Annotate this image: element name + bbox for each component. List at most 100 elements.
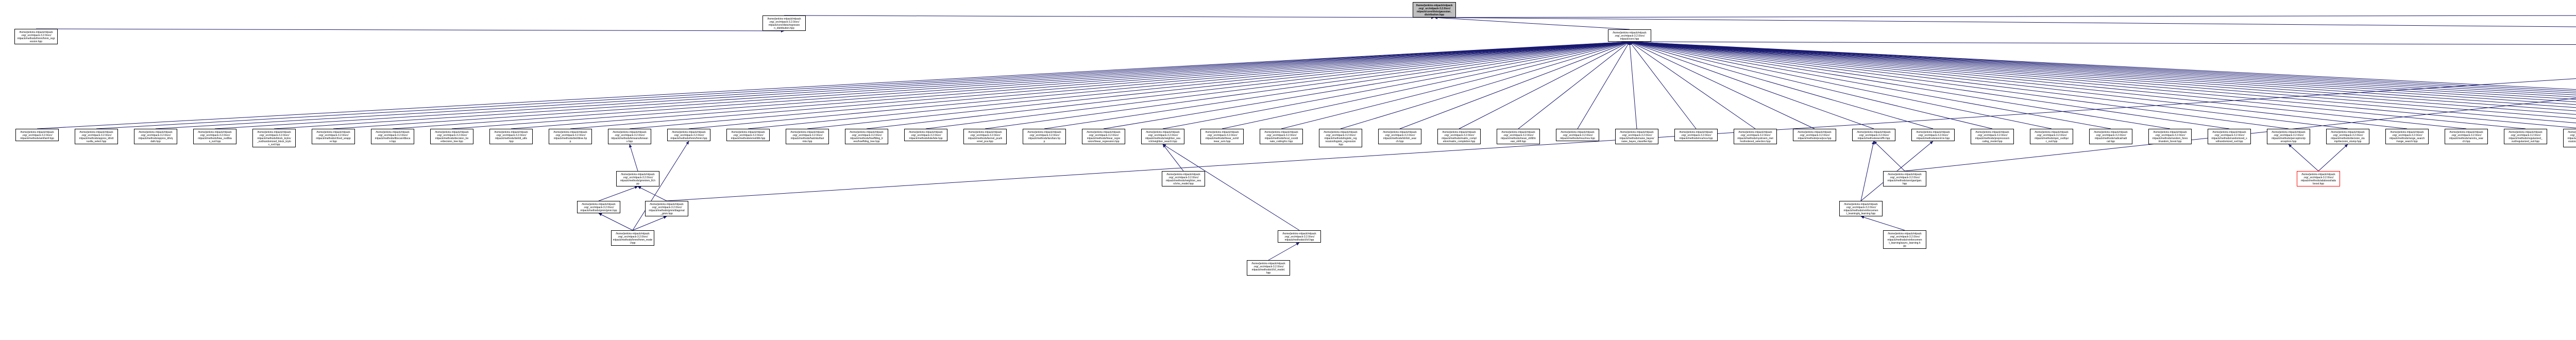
file-path-line: /home/jenkins-mlpack/mlpack	[1888, 173, 1922, 176]
file-node[interactable]: /home/jenkins-mlpack/mlpack.org/_src/mlp…	[1260, 129, 1303, 144]
file-path-line: mlpack/methods/hmm/hmm_regr	[17, 37, 55, 40]
include-edge	[1629, 40, 2576, 115]
file-path-line: .org/_src/mlpack-3.2.0/src/	[583, 206, 614, 209]
file-node[interactable]: /home/jenkins-mlpack/mlpack.org/_src/mlp…	[1247, 260, 1290, 276]
file-node[interactable]: /home/jenkins-mlpack/mlpack.org/_src/mlp…	[14, 29, 58, 44]
file-node[interactable]: /home/jenkins-mlpack/mlpack.org/_src/mlp…	[2148, 129, 2192, 144]
file-node[interactable]: /home/jenkins-mlpack/mlpack.org/_src/mlp…	[2563, 129, 2576, 147]
file-node[interactable]: /home/jenkins-mlpack/mlpack.org/_src/mlp…	[611, 230, 654, 246]
file-path-line: .org/_src/mlpack-3.2.0/src/	[1740, 134, 1771, 137]
file-node[interactable]: /home/jenkins-mlpack/mlpack.org/_src/mlp…	[2297, 171, 2340, 186]
file-node[interactable]: /home/jenkins-mlpack/mlpack.org/_src/mlp…	[371, 129, 414, 144]
file-path-line: mlpack/methods/det/dt_utils	[495, 137, 527, 140]
file-node[interactable]: /home/jenkins-mlpack/mlpack.org/_src/mlp…	[2504, 129, 2547, 144]
file-node[interactable]: /home/jenkins-mlpack/mlpack.org/_src/mlp…	[134, 129, 177, 144]
include-edge	[1904, 98, 2576, 172]
file-path-line: /home/jenkins-mlpack/mlpack	[2035, 131, 2069, 134]
file-node[interactable]: /home/jenkins-mlpack/mlpack.org/_src/mlp…	[667, 129, 710, 141]
file-path-line: .org/_src/mlpack-3.2.0/src/	[496, 134, 527, 137]
file-path-line: mlpack/methods/perceptron/p	[2272, 137, 2306, 140]
file-path-line: mlpack/methods/fastmks/fast	[790, 137, 824, 140]
file-path-line: .org/_src/mlpack-3.2.0/src/	[1977, 134, 2008, 137]
file-path-line: mlpack/methods/linear_svm/l	[1205, 137, 1239, 140]
file-path-line: ssion/linear_regression.hpp	[1088, 140, 1120, 143]
file-node[interactable]: /home/jenkins-mlpack/mlpack.org/_src/mlp…	[1437, 129, 1481, 144]
file-path-line: .org/_src/mlpack-3.2.0/src/	[22, 134, 53, 137]
file-node[interactable]: /home/jenkins-mlpack/mlpack.org/_src/mlp…	[193, 129, 236, 144]
file-node[interactable]: /home/jenkins-mlpack/mlpack.org/_src/mlp…	[2030, 129, 2073, 144]
file-node[interactable]: /home/jenkins-mlpack/mlpack.org/_src/mlp…	[1852, 129, 1895, 141]
include-edge	[1629, 40, 2576, 97]
file-node[interactable]: /home/jenkins-mlpack/mlpack.org/_src/mlp…	[430, 129, 473, 144]
include-edge	[333, 40, 1630, 129]
include-edge	[637, 186, 667, 201]
file-node[interactable]: /home/jenkins-mlpack/mlpack.org/_src/mlp…	[963, 129, 1007, 144]
file-path-line: .org/_src/mlpack-3.2.0/src/	[2095, 134, 2126, 137]
file-node[interactable]: /home/jenkins-mlpack/mlpack.org/_src/mlp…	[1378, 129, 1421, 144]
file-node[interactable]: /home/jenkins-mlpack/mlpack.org/_src/mlp…	[1734, 129, 1777, 144]
include-edge	[1873, 141, 1905, 172]
file-node[interactable]: /home/jenkins-mlpack/mlpack.org/_src/mlp…	[1615, 129, 1658, 144]
file-node[interactable]: /home/jenkins-mlpack/mlpack.org/_src/mlp…	[1674, 129, 1718, 141]
file-node[interactable]: /home/jenkins-mlpack/mlpack.org/_src/mlp…	[489, 129, 533, 144]
file-path-line: mlpack/methods/amf/amf.hpp	[20, 137, 54, 140]
file-node[interactable]: /home/jenkins-mlpack/mlpack.org/_src/mlp…	[577, 201, 620, 213]
file-path-line: /home/jenkins-mlpack/mlpack	[20, 131, 54, 134]
file-path-line: mlpack/methods/block_krylov	[257, 137, 291, 140]
file-path-line: mlpack/methods/randomized_s	[2211, 137, 2247, 140]
include-edge	[1629, 40, 2576, 108]
file-node[interactable]: /home/jenkins-mlpack/mlpack.org/_src/mlp…	[1793, 129, 1836, 141]
file-node[interactable]: /home/jenkins-mlpack/mlpack.org/_src/mlp…	[786, 129, 829, 144]
file-node[interactable]: /home/jenkins-mlpack/mlpack.org/_src/mlp…	[1141, 129, 1184, 144]
file-node[interactable]: /home/jenkins-mlpack/mlpack.org/_src/mlp…	[726, 129, 770, 141]
include-edge	[1434, 16, 1630, 30]
file-node[interactable]: /home/jenkins-mlpack/mlpack.org/_src/mlp…	[608, 129, 651, 144]
file-node[interactable]: /home/jenkins-mlpack/mlpack.org/_src/mlp…	[1608, 29, 1651, 42]
file-node[interactable]: /home/jenkins-mlpack/mlpack.org/_src/mlp…	[1839, 201, 1883, 216]
file-path-line: mlpack/methods/det/dtree.hp	[553, 137, 587, 140]
file-node[interactable]: /home/jenkins-mlpack/mlpack.org/_src/mlp…	[904, 129, 947, 141]
file-node[interactable]: /home/jenkins-mlpack/mlpack.org/_src/mlp…	[1971, 129, 2014, 144]
file-node[interactable]: /home/jenkins-mlpack/mlpack.org/_src/mlp…	[1200, 129, 1244, 144]
file-node[interactable]: /home/jenkins-mlpack/mlpack.org/_src/mlp…	[1556, 129, 1599, 141]
file-node[interactable]: /home/jenkins-mlpack/mlpack.org/_src/mlp…	[1497, 129, 1540, 144]
file-node[interactable]: /home/jenkins-mlpack/mlpack.org/_src/mlp…	[549, 129, 592, 144]
file-path-line: mlpack/methods/decision_stu	[2331, 137, 2365, 140]
file-node[interactable]: /home/jenkins-mlpack/mlpack.org/_src/mlp…	[1162, 171, 1205, 186]
file-node[interactable]: /home/jenkins-mlpack/mlpack.org/_src/mlp…	[1082, 129, 1125, 144]
file-node[interactable]: /home/jenkins-mlpack/mlpack.org/_src/mlp…	[1911, 129, 1955, 141]
file-node[interactable]: /home/jenkins-mlpack/mlpack.org/_src/mlp…	[1023, 129, 1066, 144]
file-path-line: /home/jenkins-mlpack/mlpack	[1146, 131, 1180, 134]
file-node[interactable]: /home/jenkins-mlpack/mlpack.org/_src/mlp…	[2385, 129, 2429, 144]
include-edge	[1044, 40, 1630, 129]
file-node[interactable]: /home/jenkins-mlpack/mlpack.org/_src/mlp…	[312, 129, 355, 144]
file-path-line: /home/jenkins-mlpack/mlpack	[1620, 131, 1654, 134]
file-node[interactable]: /home/jenkins-mlpack/mlpack.org/_src/mlp…	[845, 129, 888, 144]
include-edge	[1629, 41, 1756, 129]
file-node[interactable]: /home/jenkins-mlpack/mlpack.org/_src/mlp…	[75, 129, 118, 144]
file-node[interactable]: /home/jenkins-mlpack/mlpack.org/_src/mlp…	[2267, 129, 2310, 144]
file-path-line: /home/jenkins-mlpack/mlpack	[850, 131, 884, 134]
file-path-line: .org/_src/mlpack-3.2.0/src/	[1253, 265, 1284, 268]
file-node[interactable]: /home/jenkins-mlpack/mlpack.org/_src/mlp…	[2445, 129, 2488, 144]
file-node[interactable]: /home/jenkins-mlpack/mlpack.org/_src/mlp…	[2208, 129, 2251, 144]
file-path-line: .org/_src/mlpack-3.2.0/src/	[1918, 134, 1948, 137]
file-path-line: /home/jenkins-mlpack/mlpack	[1561, 131, 1595, 134]
file-node[interactable]: /home/jenkins-mlpack/mlpack.org/_src/mlp…	[1883, 171, 1926, 186]
file-node[interactable]: /home/jenkins-mlpack/mlpack.org/_src/mlp…	[1278, 230, 1321, 243]
file-node[interactable]: /home/jenkins-mlpack/mlpack.org/_src/mlp…	[15, 129, 59, 141]
file-node[interactable]: /home/jenkins-mlpack/mlpack.org/_src/mlp…	[762, 15, 806, 31]
file-node[interactable]: /home/jenkins-mlpack/mlpack.org/_src/mlp…	[252, 129, 296, 147]
file-node[interactable]: /home/jenkins-mlpack/mlpack.org/_src/mlp…	[2089, 129, 2132, 144]
file-node[interactable]: /home/jenkins-mlpack/mlpack.org/_src/mlp…	[1319, 129, 1362, 147]
include-edge	[1281, 41, 1630, 129]
file-path-line: /home/jenkins-mlpack/mlpack	[1679, 131, 1713, 134]
file-node[interactable]: /home/jenkins-mlpack/mlpack.org/_src/mlp…	[2326, 129, 2369, 144]
file-node[interactable]: /home/jenkins-mlpack/mlpack.org/_src/mlp…	[645, 201, 688, 216]
include-edge	[155, 40, 1630, 129]
file-node[interactable]: /home/jenkins-mlpack/mlpack.org/_src/mlp…	[1883, 230, 1926, 249]
file-node[interactable]: /home/jenkins-mlpack/mlpack.org/_src/mlp…	[616, 171, 659, 186]
file-path-line: ression/logistic_regression	[1325, 140, 1356, 143]
file-path-line: mlpack/methods/adaboost/ada	[2300, 179, 2336, 182]
file-path-line: mlpack/methods/gmm/em_fit.h	[620, 179, 656, 182]
